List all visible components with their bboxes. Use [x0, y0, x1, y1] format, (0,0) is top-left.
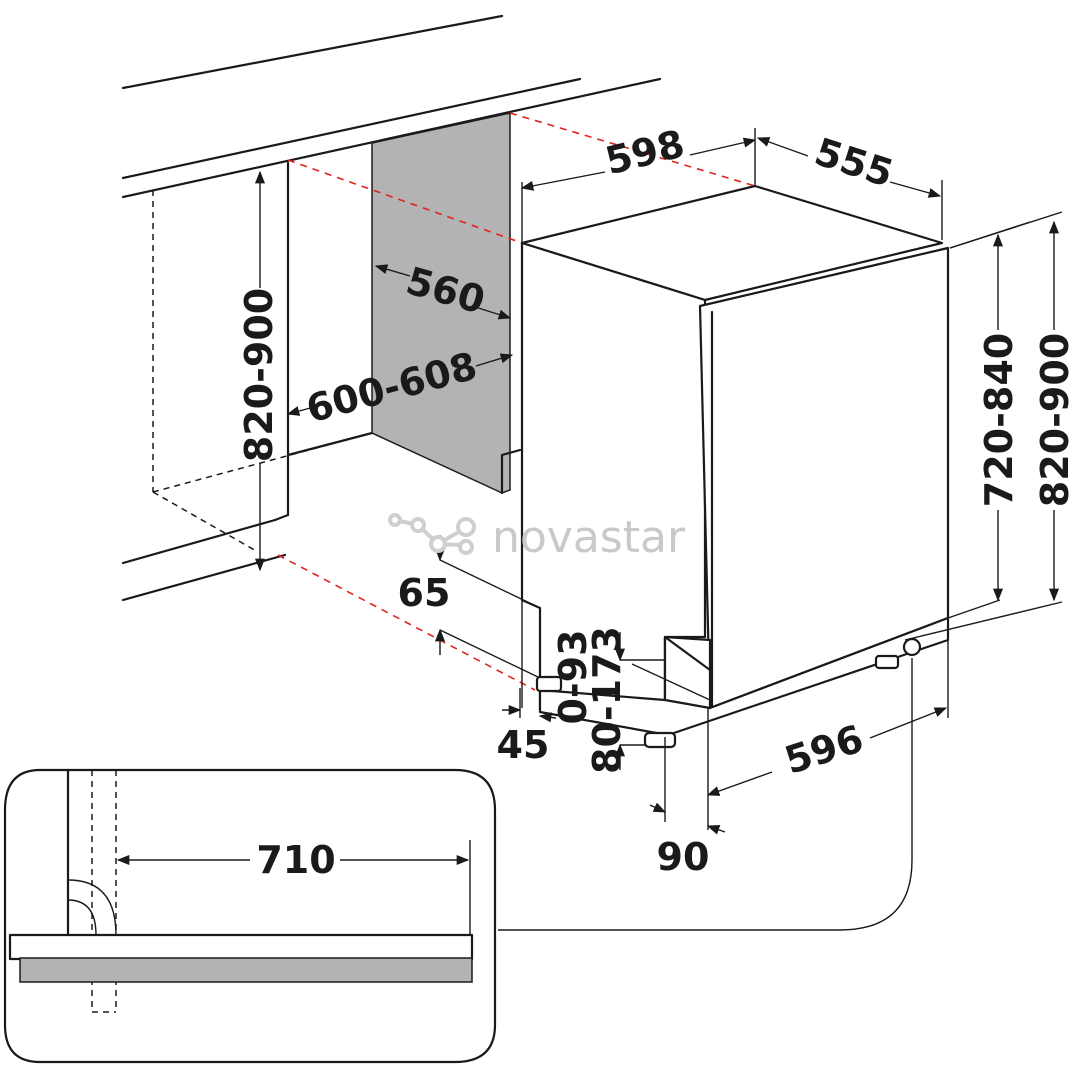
- drain-hose-connector-icon: [902, 637, 922, 657]
- dim-label-555: 555: [809, 129, 898, 195]
- dishwasher-body: [520, 184, 950, 737]
- dim-label-598: 598: [601, 121, 689, 183]
- dim-label-80-173: 80-173: [585, 626, 629, 774]
- red-guide-lines: [277, 112, 756, 691]
- watermark-text: novastar: [492, 512, 686, 563]
- dim-label-90: 90: [657, 835, 710, 879]
- dim-label-45: 45: [497, 723, 550, 767]
- dim-label-65: 65: [398, 571, 451, 615]
- adjustable-feet: [535, 637, 922, 749]
- niche-outline: [121, 161, 374, 602]
- detail-callout-line: [498, 658, 913, 931]
- detail-inset: [3, 768, 497, 1064]
- dim-label-720-840: 720-840: [977, 333, 1021, 507]
- dim-label-710: 710: [256, 838, 335, 882]
- dim-label-820-900-right: 820-900: [1033, 333, 1077, 507]
- niche-back-wall-panel: [371, 112, 511, 494]
- dim-label-0-93: 0-93: [551, 629, 595, 724]
- dim-label-820-900-left: 820-900: [237, 288, 281, 462]
- dimension-lines: [254, 128, 1063, 835]
- dim-label-596: 596: [779, 716, 868, 782]
- watermark-logo-icon: [388, 513, 476, 555]
- back-step: [500, 448, 522, 457]
